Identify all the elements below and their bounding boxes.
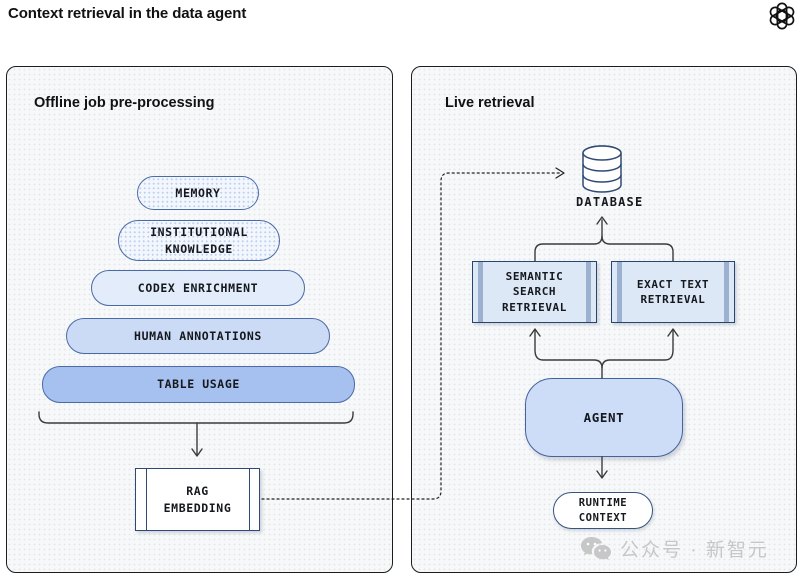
process-sideline-left — [146, 469, 148, 530]
node-exact-text-retrieval: EXACT TEXT RETRIEVAL — [611, 261, 735, 323]
node-rag-embedding: RAG EMBEDDING — [135, 468, 260, 531]
node-institutional-knowledge: INSTITUTIONAL KNOWLEDGE — [118, 220, 280, 261]
node-exact-text-retrieval-label: EXACT TEXT RETRIEVAL — [636, 277, 710, 306]
openai-logo-icon — [769, 2, 795, 30]
node-memory-label: MEMORY — [175, 185, 221, 200]
node-runtime-context-label: RUNTIME CONTEXT — [578, 496, 628, 524]
offline-panel-title: Offline job pre-processing — [34, 95, 215, 111]
database-node: DATABASE — [576, 145, 644, 209]
node-table-usage-label: TABLE USAGE — [157, 377, 240, 392]
database-label: DATABASE — [576, 195, 644, 209]
node-agent-label: AGENT — [583, 409, 625, 425]
watermark: 公众号 · 新智元 — [580, 535, 769, 562]
node-semantic-search-retrieval: SEMANTIC SEARCH RETRIEVAL — [472, 261, 597, 323]
node-codex-enrichment: CODEX ENRICHMENT — [91, 270, 305, 306]
node-human-annotations-label: HUMAN ANNOTATIONS — [134, 328, 262, 343]
database-icon — [582, 145, 622, 193]
node-runtime-context: RUNTIME CONTEXT — [553, 492, 653, 529]
node-semantic-search-retrieval-label: SEMANTIC SEARCH RETRIEVAL — [501, 269, 567, 314]
node-table-usage: TABLE USAGE — [42, 366, 355, 403]
node-institutional-knowledge-label: INSTITUTIONAL KNOWLEDGE — [150, 225, 248, 256]
node-memory: MEMORY — [137, 176, 259, 210]
live-panel-title: Live retrieval — [445, 95, 535, 111]
wechat-icon — [581, 536, 611, 560]
process-bar-right — [724, 262, 729, 322]
process-bar-left — [478, 262, 483, 322]
node-rag-embedding-label: RAG EMBEDDING — [163, 484, 232, 515]
process-bar-left — [617, 262, 622, 322]
process-sideline-right — [248, 469, 250, 530]
watermark-text: 公众号 · 新智元 — [620, 540, 769, 561]
process-bar-right — [586, 262, 591, 322]
node-human-annotations: HUMAN ANNOTATIONS — [66, 318, 330, 354]
node-agent: AGENT — [525, 378, 683, 457]
page-title: Context retrieval in the data agent — [8, 5, 247, 22]
node-codex-enrichment-label: CODEX ENRICHMENT — [137, 280, 259, 295]
